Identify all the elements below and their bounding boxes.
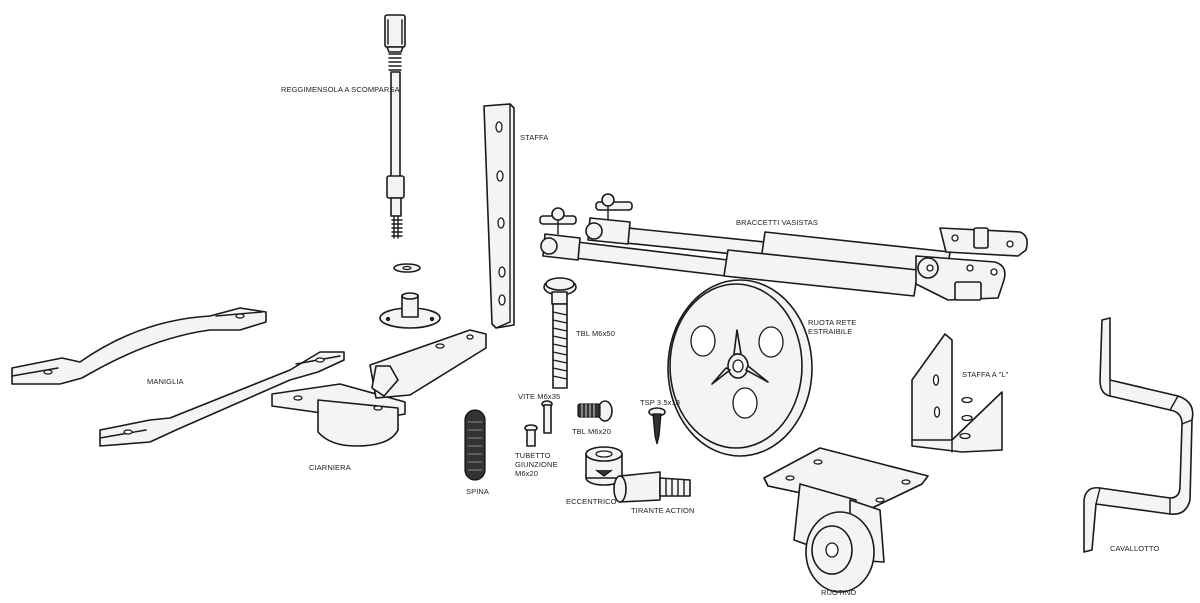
- label-maniglia: MANIGLIA: [147, 377, 184, 386]
- label-eccentrico: ECCENTRICO: [566, 497, 617, 506]
- tsp-part: [648, 407, 666, 445]
- label-cerniera: CIARNIERA: [309, 463, 351, 472]
- label-tirante: TIRANTE ACTION: [631, 506, 695, 515]
- label-staffa: STAFFA: [520, 133, 549, 142]
- label-cavallotto: CAVALLOTTO: [1110, 544, 1160, 553]
- label-vite-m6x35: VITE M6x35: [518, 392, 561, 401]
- label-spina: SPINA: [466, 487, 490, 496]
- label-reggimensola: REGGIMENSOLA A SCOMPARSA: [281, 85, 400, 94]
- label-staffa-l: STAFFA A "L": [962, 370, 1009, 379]
- ruota-rete-part: [667, 279, 813, 457]
- cavallotto-part: [1083, 317, 1194, 553]
- vite-m6x35-part: [541, 400, 553, 434]
- label-tubetto-2: GIUNZIONE: [515, 460, 558, 469]
- staffa-part: [483, 103, 515, 329]
- maniglia-part: [11, 307, 345, 447]
- label-tbl-m6x20: TBL M6x20: [572, 427, 611, 436]
- label-ruota-rete-1: RUOTA RETE: [808, 318, 857, 327]
- spina-part: [464, 409, 486, 481]
- tbl-m6x50-part: [543, 277, 577, 389]
- label-tubetto-3: M6x20: [515, 469, 539, 478]
- label-tsp: TSP 3.5x18: [640, 398, 681, 407]
- braccetti-part: [539, 193, 1028, 301]
- staffa-l-part: [911, 333, 1003, 453]
- tirante-part: [613, 471, 691, 503]
- label-ruota-rete-2: ESTRAIBILE: [808, 327, 853, 336]
- label-tbl-m6x50: TBL M6x50: [576, 329, 615, 338]
- label-braccetti: BRACCETTI VASISTAS: [736, 218, 818, 227]
- label-ruotino: RUOTINO: [821, 588, 857, 597]
- label-tubetto-1: TUBETTO: [515, 451, 551, 460]
- cerniera-part: [271, 329, 487, 447]
- reggimensola-part: [379, 14, 441, 329]
- tubetto-part: [524, 424, 538, 447]
- ruotino-part: [763, 447, 929, 593]
- tbl-m6x20-part: [577, 400, 613, 422]
